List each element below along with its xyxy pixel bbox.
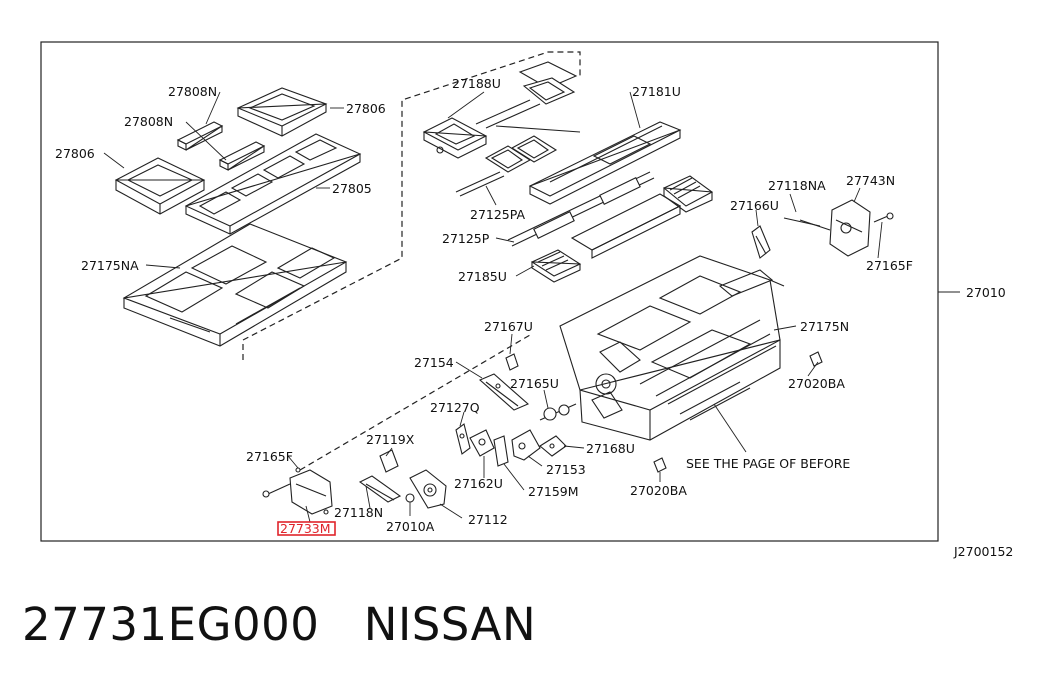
label-27127Q: 27127Q	[430, 400, 480, 415]
label-27118NA: 27118NA	[768, 178, 826, 193]
label-27112: 27112	[468, 512, 508, 527]
leader-lines	[103, 91, 883, 523]
dashed-outline-upper	[242, 51, 581, 360]
label-27020BA-a: 27020BA	[788, 376, 845, 391]
seal-bar-27808N-a	[176, 121, 224, 151]
link-27162U	[469, 429, 495, 457]
label-27010A: 27010A	[386, 519, 435, 534]
label-27119X: 27119X	[366, 432, 415, 447]
label-27167U: 27167U	[484, 319, 533, 334]
arm-27118N	[358, 475, 402, 503]
label-27125P: 27125P	[442, 231, 490, 246]
label-27010: 27010	[966, 285, 1006, 300]
label-27118N: 27118N	[334, 505, 383, 520]
brand-name: NISSAN	[363, 598, 537, 651]
actuator-27743N	[783, 199, 871, 257]
filter-holder-27805	[184, 133, 362, 235]
lever-27168U	[539, 435, 567, 457]
label-27165U: 27165U	[510, 376, 559, 391]
label-27154: 27154	[414, 355, 454, 370]
clip-27020BA-b	[653, 457, 667, 473]
label-27125PA: 27125PA	[470, 207, 526, 222]
screw-27165F-b	[262, 483, 291, 498]
label-27020BA-b: 27020BA	[630, 483, 687, 498]
gear-27112	[409, 469, 447, 509]
case-27175NA	[122, 223, 348, 347]
label-27181U: 27181U	[632, 84, 681, 99]
dashed-outline-lower	[299, 334, 531, 471]
washer-27010A	[405, 493, 415, 503]
heater-case-27175N	[559, 255, 785, 441]
label-27806-upper: 27806	[346, 101, 386, 116]
label-27165F-a: 27165F	[866, 258, 913, 273]
label-27188U: 27188U	[452, 76, 501, 91]
lever-27166U	[751, 225, 771, 259]
part-number: 27731EG000	[22, 598, 320, 651]
grille-27185U	[530, 193, 682, 283]
clip-27119X	[379, 449, 399, 473]
duct-27188U	[422, 61, 578, 159]
motor-27733M	[289, 467, 333, 515]
label-27805: 27805	[332, 181, 372, 196]
lever-27153	[511, 429, 541, 461]
label-27733M: 27733M	[280, 521, 331, 536]
seal-bar-27808N-b	[218, 141, 266, 171]
rod-27159M	[493, 435, 509, 467]
duct-27181U	[528, 121, 682, 205]
label-27162U: 27162U	[454, 476, 503, 491]
label-27153: 27153	[546, 462, 586, 477]
clip-27167U	[505, 353, 519, 371]
label-27165F-b: 27165F	[246, 449, 293, 464]
filter-frame-27806-upper	[236, 87, 328, 137]
label-see-page-before: SEE THE PAGE OF BEFORE	[686, 456, 850, 471]
diagram-reference-code: J2700152	[953, 544, 1013, 559]
part-caption: 27731EG000 NISSAN	[22, 598, 536, 651]
label-27168U: 27168U	[586, 441, 635, 456]
label-27159M: 27159M	[528, 484, 579, 499]
label-27808N-b: 27808N	[124, 114, 173, 129]
grille-right	[662, 175, 714, 213]
label-27175NA: 27175NA	[81, 258, 139, 273]
clip-27020BA-a	[809, 351, 823, 367]
label-27166U: 27166U	[730, 198, 779, 213]
highlight-box-27733M	[277, 521, 336, 536]
lever-27127Q	[455, 423, 471, 455]
label-27175N: 27175N	[800, 319, 849, 334]
label-27806-lower: 27806	[55, 146, 95, 161]
screw-27165F-a	[873, 212, 894, 223]
link-27154	[478, 373, 530, 411]
label-27808N-a: 27808N	[168, 84, 217, 99]
gear-27165U	[539, 403, 577, 421]
filter-frame-27806-lower	[114, 157, 206, 215]
vent-27125PA	[455, 125, 581, 197]
label-27743N: 27743N	[846, 173, 895, 188]
label-27185U: 27185U	[458, 269, 507, 284]
rod-27125P	[507, 171, 655, 247]
